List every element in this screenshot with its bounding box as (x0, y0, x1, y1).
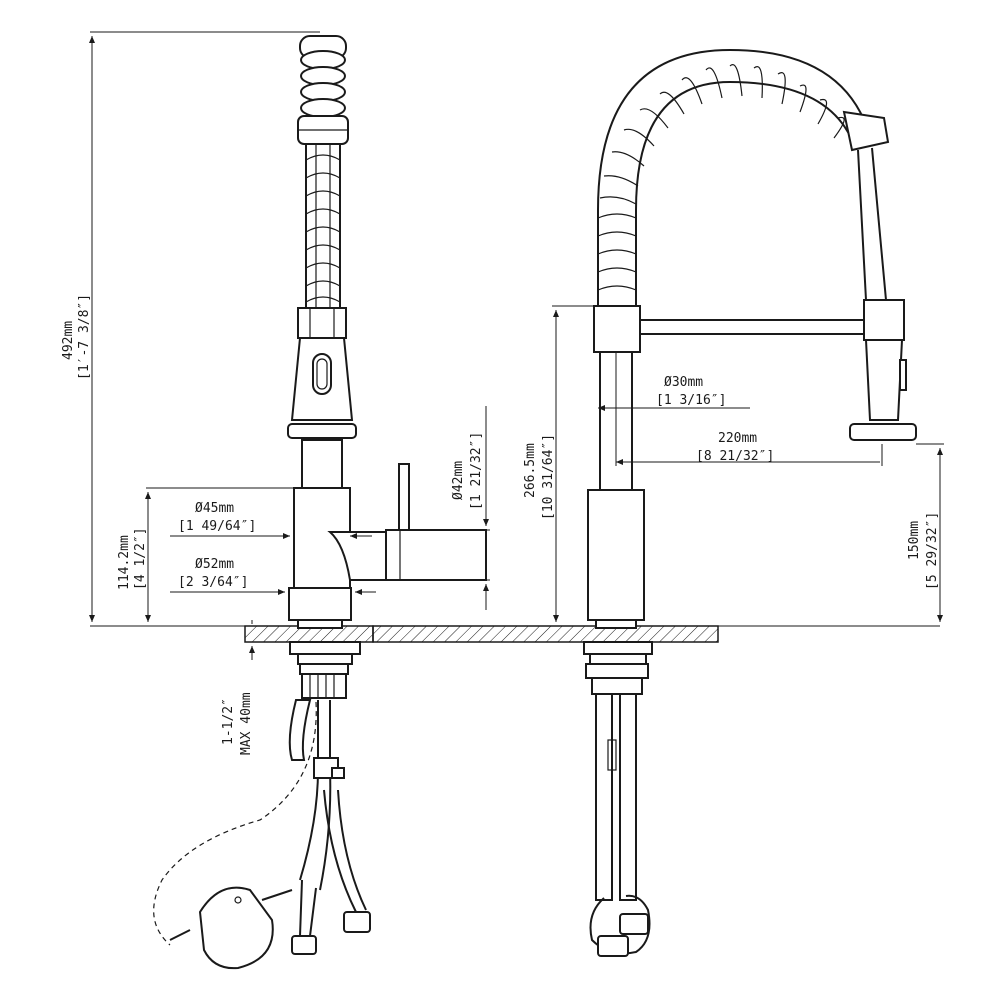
deck-thickness-line2: MAX 40mm (239, 692, 254, 755)
base-height-metric: 114.2mm (117, 535, 132, 590)
side-view-faucet (153, 35, 487, 970)
body-diameter-metric: Ø45mm (195, 501, 234, 516)
overall-height-metric: 492mm (61, 321, 76, 360)
body-diameter-imperial: [1 49/64″] (178, 519, 256, 534)
base-diameter-imperial: [2 3/64″] (178, 575, 248, 590)
spout-height-imperial: [10 31/64″] (541, 434, 556, 520)
under-counter-side (153, 641, 371, 970)
dimension-lines (89, 31, 944, 660)
deck-thickness-line1: 1-1/2″ (221, 698, 236, 745)
reach-imperial: [8 21/32″] (696, 449, 774, 464)
reach-metric: 220mm (718, 431, 757, 446)
faucet-body-front (587, 299, 917, 629)
spring-coil-side (297, 35, 349, 309)
sprayer-head-side (287, 307, 357, 439)
handle-diameter-metric: Ø42mm (451, 461, 466, 500)
base-diameter-metric: Ø52mm (195, 557, 234, 572)
clearance-imperial: [5 29/32″] (925, 512, 940, 590)
front-view-faucet (583, 48, 917, 957)
spout-height-metric: 266.5mm (523, 443, 538, 498)
faucet-body-side (288, 439, 487, 629)
countertop (90, 625, 940, 643)
handle-diameter-imperial: [1 21/32″] (469, 432, 484, 510)
tube-diameter-imperial: [1 3/16″] (656, 393, 726, 408)
clearance-metric: 150mm (907, 521, 922, 560)
spring-coil-front (597, 48, 890, 306)
overall-height-imperial: [1′-7 3/8″] (77, 294, 92, 380)
dimension-labels: 492mm [1′-7 3/8″] 114.2mm [4 1/2″] Ø45mm… (61, 294, 940, 755)
tube-diameter-metric: Ø30mm (664, 375, 703, 390)
base-height-imperial: [4 1/2″] (133, 527, 148, 590)
under-counter-front (583, 641, 653, 957)
